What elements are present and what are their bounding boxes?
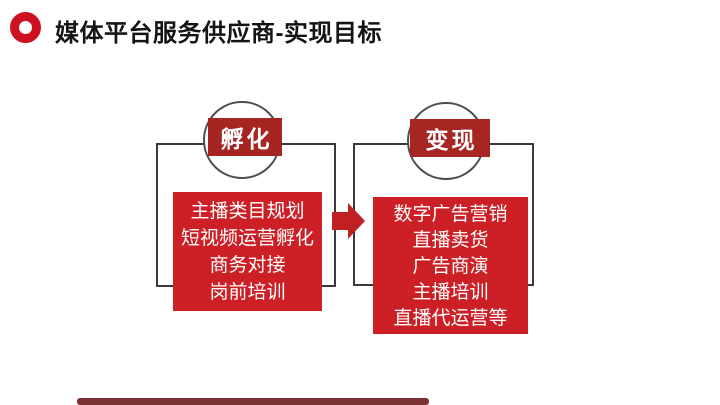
arrow-head: [348, 203, 365, 239]
list-item: 主播培训: [412, 282, 489, 303]
list-item: 短视频运营孵化: [180, 228, 314, 249]
incubation-items-box: 主播类目规划 短视频运营孵化 商务对接 岗前培训: [173, 192, 322, 311]
list-item: 数字广告营销: [393, 204, 508, 225]
list-item: 直播卖货: [412, 230, 489, 251]
monetization-items-box: 数字广告营销 直播卖货 广告商演 主播培训 直播代运营等: [373, 197, 528, 334]
list-item: 广告商演: [412, 256, 489, 277]
arrow-shaft: [332, 212, 348, 230]
list-item: 商务对接: [209, 255, 286, 276]
stage-monetization-tab: 变现: [410, 119, 490, 157]
list-item: 直播代运营等: [393, 308, 508, 329]
footer-bar: [77, 398, 429, 405]
title-bullet-icon: [10, 12, 41, 43]
list-item: 主播类目规划: [190, 201, 305, 222]
flow-right-arrow-icon: [332, 203, 365, 239]
stage-monetization-label: 变现: [425, 127, 478, 153]
stage-incubation-label: 孵化: [220, 126, 273, 152]
list-item: 岗前培训: [209, 282, 286, 303]
page-title: 媒体平台服务供应商-实现目标: [55, 20, 382, 47]
stage-incubation-tab: 孵化: [208, 118, 282, 156]
